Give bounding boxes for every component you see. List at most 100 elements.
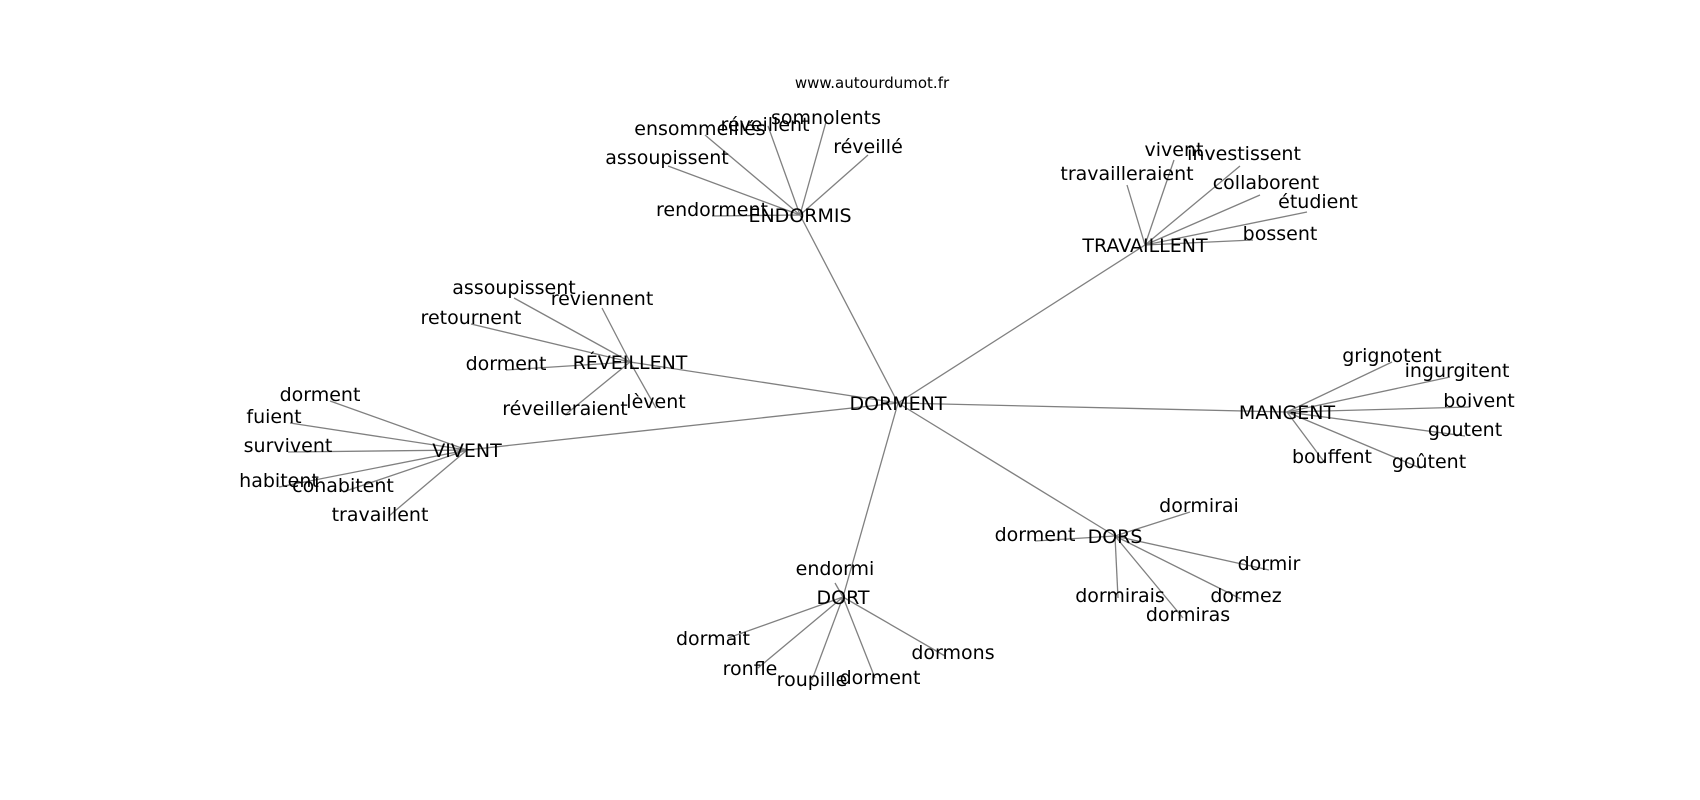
- edge-travaillent-1: [1144, 165, 1241, 246]
- leaf-node-dort-5: dormons: [911, 642, 994, 664]
- edge-dors-3: [1114, 535, 1242, 600]
- edge-vivent-4: [342, 449, 468, 493]
- edge-mangent-5: [1286, 411, 1421, 469]
- edge-endormis-4: [667, 165, 801, 216]
- edge-endormis-5: [711, 214, 801, 217]
- edge-travaillent-0: [1144, 159, 1175, 246]
- edge-vivent-5: [388, 449, 468, 517]
- leaf-node-reveillent-0: assoupissent: [452, 277, 575, 299]
- edge-dort-5: [842, 596, 946, 657]
- edge-dort-2: [757, 596, 844, 669]
- center-node-label: DORMENT: [849, 393, 946, 415]
- leaf-node-endormis-4: assoupissent: [605, 147, 728, 169]
- leaf-node-mangent-2: boivent: [1443, 390, 1514, 412]
- leaf-node-reveillent-2: retournent: [421, 307, 522, 329]
- leaf-node-dort-3: roupille: [777, 669, 848, 691]
- leaf-node-reveillent-4: réveilleraient: [502, 398, 627, 420]
- hub-node-reveillent: RÉVEILLENT: [573, 351, 688, 374]
- leaf-node-mangent-4: bouffent: [1292, 446, 1372, 468]
- graph-edges: [278, 121, 1471, 681]
- edge-vivent-2: [287, 449, 468, 453]
- edge-mangent-1: [1286, 376, 1451, 413]
- leaf-node-reveillent-3: dorment: [466, 353, 547, 375]
- leaf-node-dors-4: dormirais: [1075, 585, 1165, 607]
- leaf-node-endormis-0: ensommeillés: [634, 118, 765, 140]
- edge-travaillent-4: [1144, 211, 1308, 246]
- edge-reveillent-0: [513, 297, 631, 363]
- leaf-node-reveillent-5: lèvent: [626, 391, 685, 413]
- edge-dors-5: [1114, 535, 1184, 619]
- leaf-node-vivent-3: habitent: [239, 470, 319, 492]
- edge-center-dort: [842, 402, 899, 598]
- leaf-node-mangent-5: goûtent: [1392, 451, 1466, 473]
- leaf-node-reveillent-1: reviennent: [551, 288, 654, 310]
- edge-dort-0: [834, 582, 844, 598]
- leaf-node-dort-1: dormait: [676, 628, 750, 650]
- leaf-node-endormis-1: réveillent: [720, 114, 809, 136]
- leaf-node-endormis-2: somnolents: [771, 107, 881, 129]
- edge-dort-4: [842, 596, 876, 679]
- edge-center-travaillent: [897, 244, 1146, 404]
- edge-travaillent-5: [1144, 239, 1254, 246]
- leaf-node-vivent-1: fuient: [246, 406, 301, 428]
- leaf-node-mangent-1: ingurgitent: [1405, 360, 1510, 382]
- leaf-node-vivent-5: travaillent: [332, 504, 429, 526]
- leaf-node-travaillent-5: bossent: [1243, 223, 1318, 245]
- leaf-node-travaillent-1: investissent: [1187, 143, 1301, 165]
- hub-node-mangent: MANGENT: [1239, 402, 1336, 424]
- leaf-node-endormis-3: réveillé: [833, 136, 903, 158]
- edge-travaillent-3: [1144, 194, 1261, 246]
- edge-mangent-0: [1286, 361, 1393, 413]
- edge-reveillent-4: [564, 361, 631, 416]
- leaf-node-mangent-0: grignotent: [1342, 345, 1442, 367]
- edge-mangent-4: [1286, 411, 1326, 464]
- leaf-node-dort-0: endormi: [796, 558, 875, 580]
- edge-dort-3: [811, 596, 844, 681]
- edge-vivent-3: [278, 449, 468, 488]
- leaf-node-travaillent-2: travailleraient: [1060, 163, 1193, 185]
- edge-endormis-3: [799, 154, 869, 216]
- leaf-node-dors-1: dorment: [995, 524, 1076, 546]
- leaf-node-dors-0: dormirai: [1159, 495, 1239, 517]
- hub-node-endormis: ENDORMIS: [748, 205, 851, 227]
- edge-mangent-3: [1286, 411, 1466, 437]
- edge-center-vivent: [466, 402, 899, 451]
- hub-node-vivent: VIVENT: [432, 440, 502, 462]
- edge-endormis-0: [704, 134, 801, 216]
- edge-mangent-2: [1286, 406, 1471, 413]
- edge-vivent-0: [329, 400, 468, 451]
- edge-reveillent-2: [470, 323, 631, 363]
- edge-center-endormis: [799, 214, 899, 404]
- edge-dors-1: [1034, 535, 1116, 542]
- leaf-node-endormis-5: rendorment: [656, 199, 768, 221]
- hub-node-dort: DORT: [816, 587, 869, 609]
- edge-endormis-1: [767, 125, 801, 216]
- edge-dors-0: [1114, 511, 1191, 537]
- edge-travaillent-2: [1126, 184, 1146, 246]
- leaf-node-dors-3: dormez: [1210, 585, 1281, 607]
- leaf-node-mangent-3: goutent: [1428, 419, 1502, 441]
- leaf-node-dors-5: dormiras: [1146, 604, 1230, 626]
- edge-reveillent-1: [601, 307, 631, 363]
- hub-node-dors: DORS: [1088, 526, 1143, 548]
- leaf-node-vivent-0: dorment: [280, 384, 361, 406]
- edge-dors-2: [1114, 535, 1270, 571]
- leaf-node-vivent-2: survivent: [244, 435, 333, 457]
- edge-dort-1: [727, 596, 844, 639]
- leaf-node-dort-2: ronfle: [723, 658, 778, 680]
- edge-endormis-2: [799, 121, 827, 216]
- edge-reveillent-3: [505, 361, 631, 371]
- leaf-node-vivent-4: cohabitent: [292, 475, 394, 497]
- leaf-node-dort-4: dorment: [840, 667, 921, 689]
- leaf-node-travaillent-4: étudient: [1278, 191, 1358, 213]
- graph-labels: www.autourdumot.fr DORMENT ENDORMIS ensomm…: [239, 74, 1515, 691]
- leaf-node-travaillent-3: collaborent: [1213, 172, 1320, 194]
- hub-node-travaillent: TRAVAILLENT: [1081, 235, 1208, 257]
- leaf-node-dors-2: dormir: [1238, 553, 1301, 575]
- leaf-node-travaillent-0: vivent: [1145, 139, 1204, 161]
- edge-center-dors: [897, 402, 1116, 537]
- edge-vivent-1: [289, 422, 468, 451]
- edge-reveillent-5: [629, 361, 657, 409]
- source-url: www.autourdumot.fr: [795, 74, 950, 92]
